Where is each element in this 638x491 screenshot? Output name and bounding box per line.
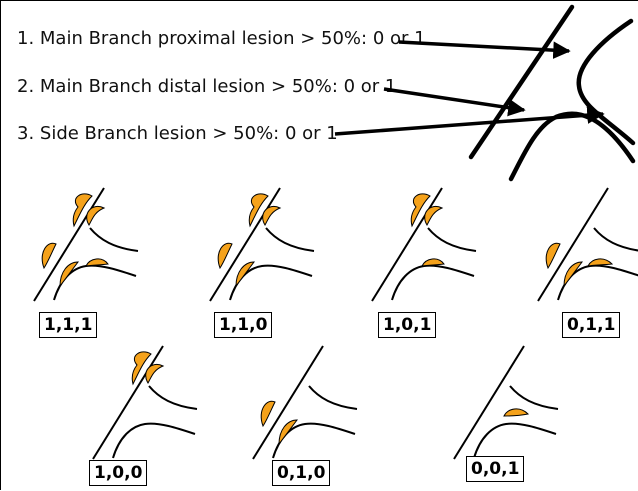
main-branch-wall <box>468 4 575 160</box>
lesion-side-branch <box>59 261 80 288</box>
reference-bifurcation <box>468 4 636 182</box>
code-label-1-0-0: 1,0,0 <box>89 460 148 486</box>
lesion-side-top <box>85 258 109 267</box>
code-label-1-1-0: 1,1,0 <box>214 312 273 338</box>
criterion-side-branch: 3. Side Branch lesion > 50%: 0 or 1 <box>17 123 338 144</box>
code-label-0-0-1: 0,0,1 <box>466 456 525 482</box>
code-label-1-0-1: 1,0,1 <box>378 312 437 338</box>
code-label-1-1-1: 1,1,1 <box>39 312 98 338</box>
side-branch-wall <box>508 111 636 182</box>
criterion-main-branch-distal: 2. Main Branch distal lesion > 50%: 0 or… <box>17 76 397 97</box>
variant-1-0-0 <box>92 345 198 460</box>
arrow-3 <box>334 106 605 136</box>
variant-1-1-0 <box>209 187 315 302</box>
variant-1-0-1 <box>371 187 477 302</box>
code-label-0-1-0: 0,1,0 <box>272 460 331 486</box>
code-label-0-1-1: 0,1,1 <box>562 312 621 338</box>
arrow-2 <box>383 87 526 117</box>
lesion-proximal <box>72 193 93 228</box>
variant-0-1-0 <box>252 345 358 460</box>
lesion-main-distal <box>86 206 106 226</box>
arrow-1 <box>398 40 571 59</box>
variant-0-0-1 <box>453 345 559 460</box>
lesion-side-lower <box>41 242 57 270</box>
main-branch-opposite-wall <box>576 18 636 146</box>
criterion-arrows <box>334 40 605 136</box>
variant-1-1-1 <box>33 187 139 302</box>
variant-0-1-1 <box>537 187 638 302</box>
criterion-main-branch-proximal: 1. Main Branch proximal lesion > 50%: 0 … <box>17 28 426 49</box>
